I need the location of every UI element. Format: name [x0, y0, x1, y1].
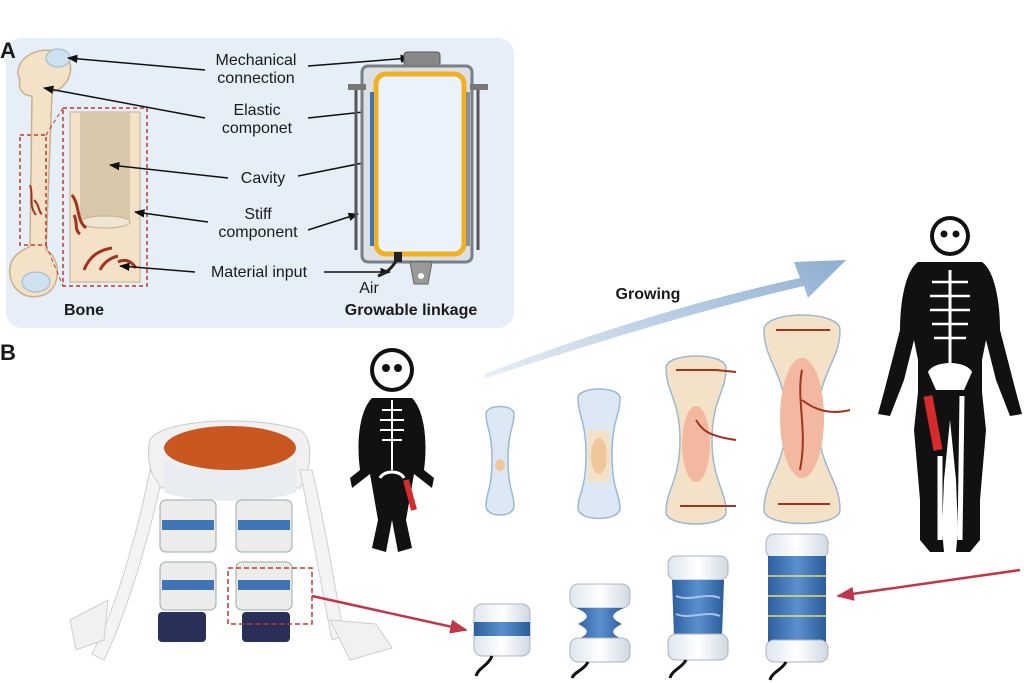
- growable-linkage-illustration: [348, 51, 488, 285]
- baby-skeleton: [350, 348, 434, 552]
- label-material-input: Material input: [210, 264, 308, 281]
- bone-growth-stage-4: [763, 314, 851, 525]
- adult-skeleton: [878, 216, 1022, 552]
- actuator-stage-4: [765, 533, 829, 681]
- label-elastic-component: Elastic componet: [221, 102, 293, 137]
- panel-b-letter: B: [0, 340, 16, 365]
- label-stiff-component: Stiff component: [218, 206, 298, 241]
- actuator-stage-1: [473, 603, 531, 677]
- label-air: Air: [359, 280, 379, 297]
- label-mechanical-connection: Mechanical connection: [215, 52, 297, 87]
- label-growing: Growing: [615, 286, 681, 303]
- robot-illustration: [69, 420, 393, 661]
- growing-arrow: [484, 260, 846, 378]
- bone-growth-stage-2: [577, 388, 621, 520]
- label-cavity: Cavity: [240, 170, 286, 187]
- bone-cross-section: [45, 107, 148, 287]
- robot-to-actuator-arrow: [311, 594, 468, 634]
- panel-a-letter: A: [0, 38, 16, 63]
- skeleton-to-actuator-arrow: [836, 568, 1021, 601]
- bone-growth-stage-1: [485, 405, 515, 516]
- actuator-stage-3: [667, 555, 729, 679]
- label-bone: Bone: [64, 302, 104, 319]
- label-growable-linkage: Growable linkage: [344, 302, 478, 319]
- actuator-stage-2: [569, 583, 631, 679]
- bone-growth-stage-3: [665, 355, 737, 525]
